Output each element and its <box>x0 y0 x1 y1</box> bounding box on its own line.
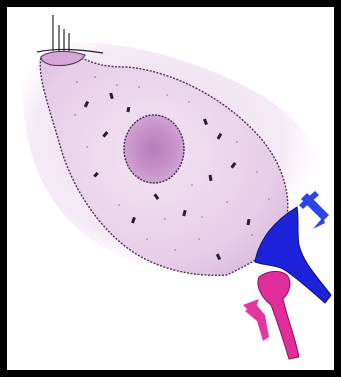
nucleus <box>124 115 184 183</box>
neuron-illustration <box>7 7 334 370</box>
magenta-arrow <box>243 299 269 341</box>
illustration-canvas <box>7 7 334 370</box>
